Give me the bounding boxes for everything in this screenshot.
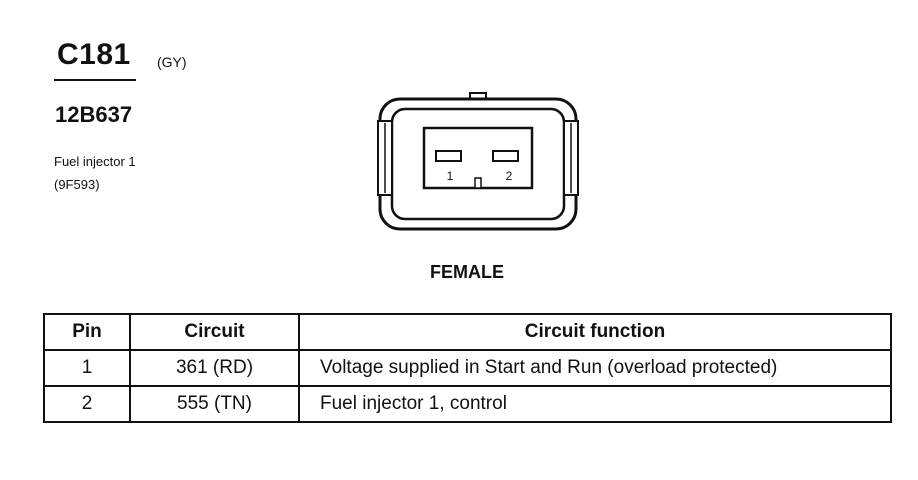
cell-circuit-function: Voltage supplied in Start and Run (overl… [298, 349, 892, 387]
connector-key-notch [474, 177, 482, 189]
header-circuit-function: Circuit function [298, 313, 892, 351]
terminal-2 [492, 150, 519, 162]
pin-label-1: 1 [447, 169, 454, 183]
connector-id-underline [54, 79, 136, 81]
terminal-1 [435, 150, 462, 162]
cell-circuit-function: Fuel injector 1, control [298, 385, 892, 423]
component-name: Fuel injector 1 [54, 154, 136, 169]
cell-pin: 1 [43, 349, 131, 387]
component-code: (9F593) [54, 177, 100, 192]
pin-table-header-row: Pin Circuit Circuit function [43, 313, 892, 351]
connector-id: C181 [57, 38, 131, 71]
pin-table: Pin Circuit Circuit function 1 361 (RD) … [43, 313, 892, 423]
connector-face-diagram: 1 2 [377, 92, 579, 231]
connector-gender-label: FEMALE [430, 262, 504, 282]
cell-circuit: 555 (TN) [129, 385, 300, 423]
pin-label-2: 2 [506, 169, 513, 183]
table-row: 2 555 (TN) Fuel injector 1, control [43, 385, 892, 423]
header-pin: Pin [43, 313, 131, 351]
part-number: 12B637 [55, 102, 133, 127]
connector-color: (GY) [157, 54, 187, 70]
cell-pin: 2 [43, 385, 131, 423]
cell-circuit: 361 (RD) [129, 349, 300, 387]
table-row: 1 361 (RD) Voltage supplied in Start and… [43, 349, 892, 387]
header-circuit: Circuit [129, 313, 300, 351]
